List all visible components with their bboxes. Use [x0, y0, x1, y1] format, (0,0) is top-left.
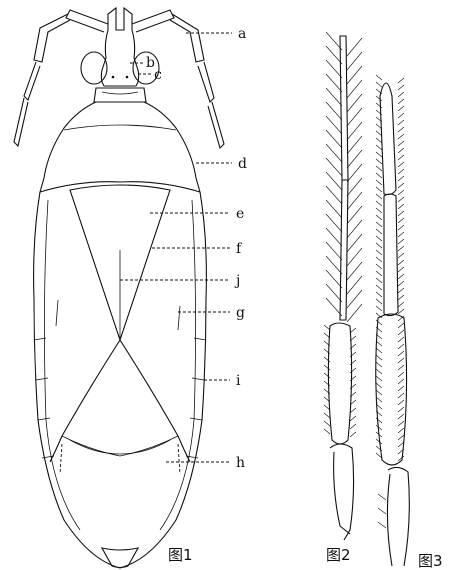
figure-3-antenna [376, 75, 410, 566]
figure-2-caption: 图2 [326, 546, 351, 564]
label-f: f [236, 241, 243, 257]
label-a: a [238, 26, 246, 42]
label-e: e [236, 206, 244, 222]
label-j: j [234, 273, 240, 289]
figure-3-caption: 图3 [418, 552, 443, 570]
figure-1-leader-lines [120, 33, 232, 462]
figure-2-antenna [324, 32, 362, 540]
label-c: c [154, 67, 162, 83]
figure-1-caption: 图1 [168, 546, 193, 564]
label-i: i [236, 373, 241, 389]
figure-1-bug-body [14, 8, 224, 568]
label-d: d [238, 156, 247, 172]
label-h: h [236, 455, 245, 471]
label-g: g [236, 305, 245, 321]
